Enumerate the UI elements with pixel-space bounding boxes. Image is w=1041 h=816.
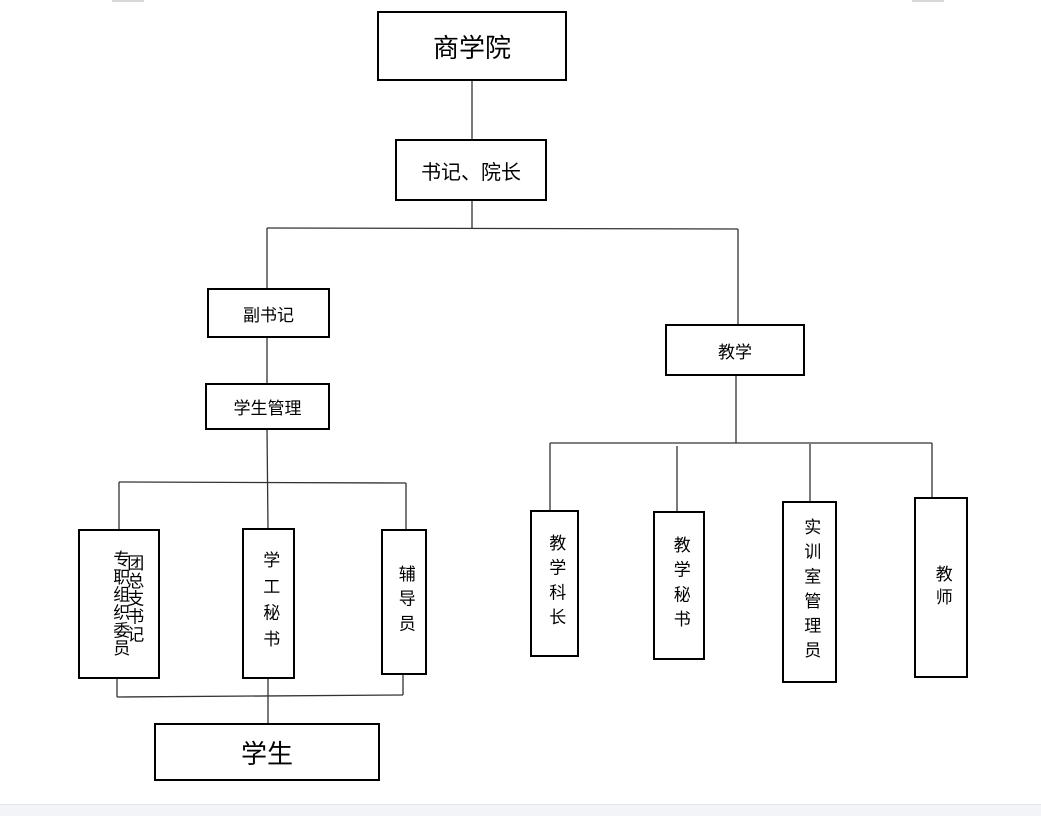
- node-leader-label: 书记、院长: [421, 159, 521, 184]
- page-corner-mark-left: [112, 0, 144, 2]
- node-leader: 书记、院长: [395, 139, 547, 201]
- node-teaching-secretary-label: 教学秘书: [669, 536, 690, 635]
- node-teaching-secretary: 教学秘书: [653, 511, 705, 660]
- node-teaching-label: 教学: [718, 342, 752, 363]
- node-xuegong: 学工秘书: [242, 528, 295, 679]
- node-deputy-secretary-label: 副书记: [243, 305, 294, 326]
- node-deputy-secretary: 副书记: [207, 288, 330, 338]
- node-root: 商学院: [377, 11, 567, 81]
- node-student-management-label: 学生管理: [233, 399, 302, 419]
- node-zhuanzhi-tuanzong: 专职组织委员: [78, 529, 160, 679]
- node-students: 学生: [154, 723, 380, 781]
- node-students-label: 学生: [240, 739, 293, 770]
- node-teachers: 教师: [914, 497, 968, 678]
- node-fudaoyuan-label: 辅导员: [394, 565, 415, 639]
- node-lab-manager-label: 实训室管理员: [800, 518, 821, 666]
- node-fudaoyuan: 辅导员: [381, 529, 427, 675]
- node-teaching-chief-label: 教学科长: [545, 534, 566, 633]
- node-tuanzong-label: 团总支书记: [123, 554, 144, 644]
- node-xuegong-label: 学工秘书: [259, 550, 280, 657]
- node-tuanzong-label-wrap: 团总支书记: [118, 554, 148, 664]
- node-student-management: 学生管理: [205, 383, 330, 430]
- node-root-label: 商学院: [432, 33, 511, 64]
- node-teaching-chief: 教学科长: [530, 510, 579, 657]
- page-bottom-bar: [0, 804, 1041, 816]
- node-teachers-label: 教师: [931, 564, 952, 611]
- node-zhuanzhi-label: 专职组织委员: [109, 550, 130, 658]
- node-lab-manager: 实训室管理员: [782, 501, 837, 683]
- page-corner-mark-right: [912, 0, 944, 2]
- node-teaching: 教学: [665, 324, 805, 376]
